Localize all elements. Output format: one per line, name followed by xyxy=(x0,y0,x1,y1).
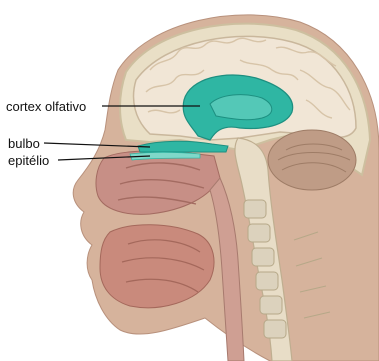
label-olfactory-epithelium: epitélio xyxy=(8,153,49,168)
label-olfactory-cortex: cortex olfativo xyxy=(6,99,86,114)
label-olfactory-bulb: bulbo xyxy=(8,136,40,151)
cerebellum xyxy=(268,130,356,190)
